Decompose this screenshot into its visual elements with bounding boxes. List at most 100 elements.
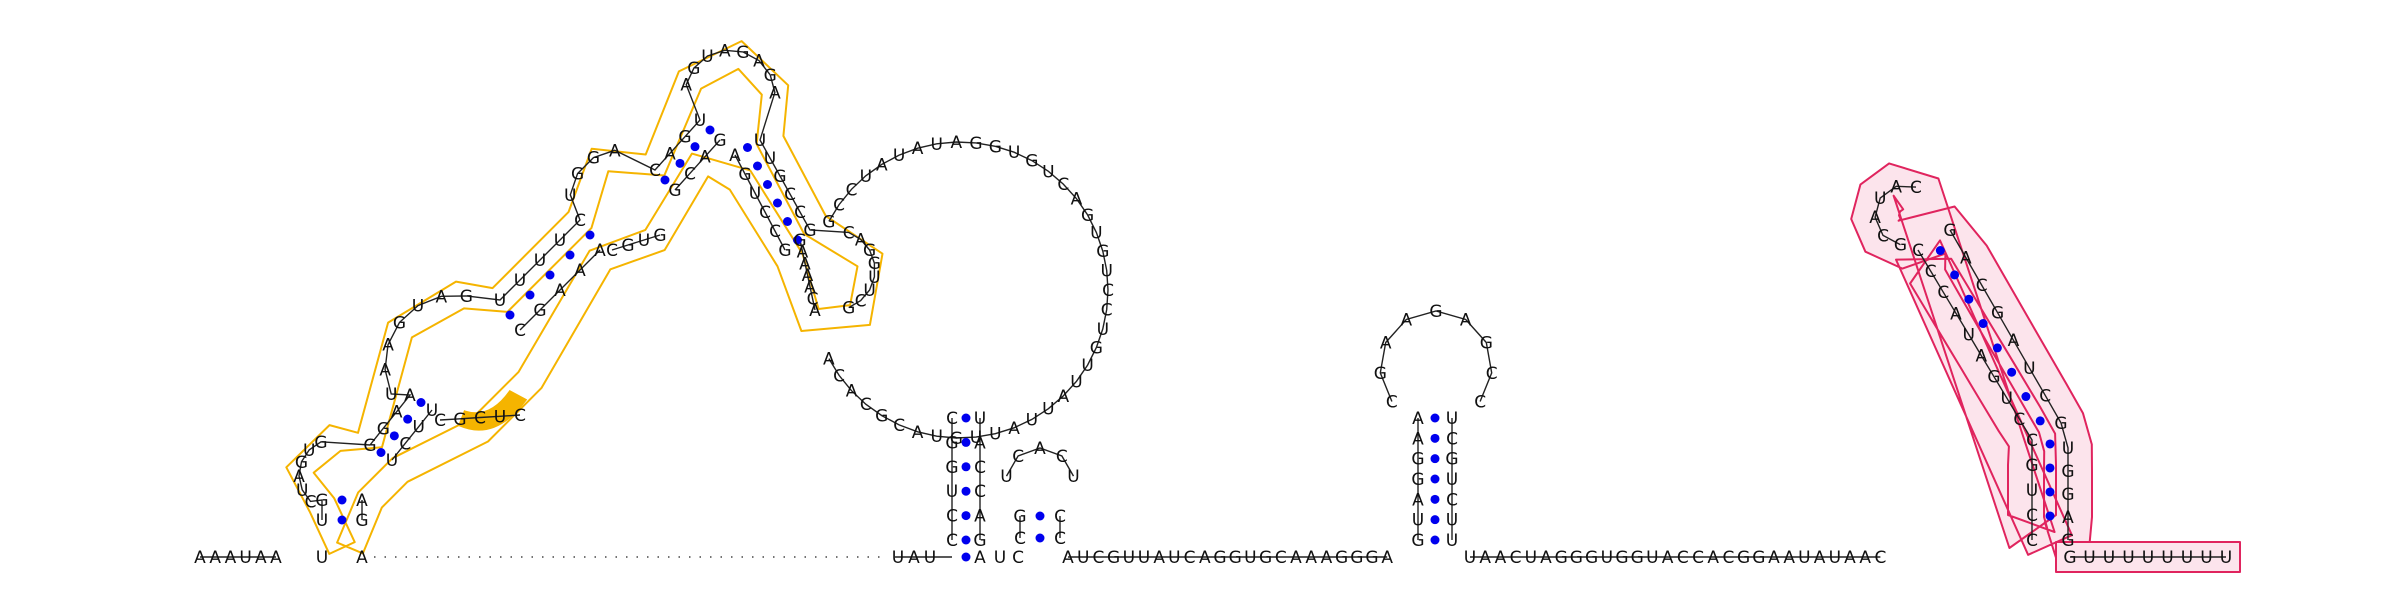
right-strand-base: U <box>1464 548 1476 568</box>
domain1-stem-3-b-base: C <box>514 321 526 341</box>
big-loop-base: U <box>1026 410 1038 430</box>
right-strand-base: A <box>1540 548 1552 568</box>
domain1-inner-3-base: G <box>653 226 666 246</box>
left-run-base: U <box>239 548 251 568</box>
helix-right-a-base: U <box>2026 481 2038 501</box>
helix-right-pair-dot <box>1978 319 1988 329</box>
big-loop-base: U <box>1097 320 1109 340</box>
tail-base: G <box>2063 548 2076 568</box>
domain1-loop-bottom-base: A <box>293 467 305 487</box>
helix-left-a-base: G <box>945 433 958 453</box>
helix-mid-a-base: G <box>1411 450 1424 470</box>
mid-strand-base: A <box>1153 548 1165 568</box>
right-strand-base: A <box>1662 548 1674 568</box>
helix-right-pair-dot <box>2007 367 2017 377</box>
small-hairpin-stem-b-base: C <box>1054 507 1066 527</box>
backbone-lines <box>200 49 2226 558</box>
helix-right-a-base: U <box>1962 325 1974 345</box>
domain1-foot-base: A <box>356 548 368 568</box>
helix-right-pair-dot <box>2045 487 2055 497</box>
domain1-pair-dot <box>545 270 555 280</box>
domain1-loop-3-base: G <box>571 165 584 185</box>
right-strand-base: G <box>1752 548 1765 568</box>
domain1-stem-5-b-base: C <box>769 222 781 242</box>
domain1-inner-5-base: A <box>799 254 811 274</box>
left-run-base: A <box>270 548 282 568</box>
helix-left-a-base: C <box>946 409 958 429</box>
mid-strand-base: U <box>1138 548 1150 568</box>
baseline-base: C <box>1012 548 1024 568</box>
highlight-strong-patch <box>458 390 528 431</box>
big-loop-base: C <box>1057 175 1069 195</box>
right-strand-base: A <box>1479 548 1491 568</box>
helix-right-a-base: C <box>2026 431 2038 451</box>
helix-right-loop-base: A <box>1869 208 1881 228</box>
domain1-stem-4-b-base: C <box>684 164 696 184</box>
mid-strand-base: C <box>1275 548 1287 568</box>
big-loop-base: C <box>833 196 845 216</box>
domain1-stem-5-a-base: C <box>794 203 806 223</box>
right-strand-base: U <box>1646 548 1658 568</box>
mid-strand-base: G <box>1350 548 1363 568</box>
big-loop-base: A <box>1071 190 1083 210</box>
right-strand-base: A <box>1768 548 1780 568</box>
domain1-stem-3-b-base: A <box>594 241 606 261</box>
domain1-pair-dot <box>763 180 772 189</box>
domain1-loop-3-base: U <box>564 186 576 206</box>
helix-right-a-base: C <box>2026 506 2038 526</box>
helix-mid-pair-dot <box>1430 474 1440 484</box>
domain1-inner-5-base: G <box>793 231 806 251</box>
domain1-stem-2-b-base: U <box>412 418 424 438</box>
mid-strand-base: A <box>1290 548 1302 568</box>
helix-left-b-base: U <box>974 409 986 429</box>
domain1-pair-dot <box>337 515 347 525</box>
helix-mid-loop-base: C <box>1486 364 1498 384</box>
big-loop-base: C <box>1102 281 1114 301</box>
domain1-stem-2-a-base: G <box>363 436 376 456</box>
right-strand-base: U <box>1601 548 1613 568</box>
domain1-foot-base: U <box>316 548 328 568</box>
domain1-inner-left-backbone <box>439 414 521 421</box>
domain1-inner-5-backbone <box>799 239 816 311</box>
highlight-domain-1 <box>285 40 884 555</box>
base-pair-dots <box>337 125 2055 562</box>
big-loop-base: G <box>1090 338 1103 358</box>
helix-right-pair-dot <box>2045 511 2055 521</box>
domain1-stem-3-b-base: A <box>574 261 586 281</box>
helix-right-loop-backbone <box>1874 185 1917 246</box>
right-strand-base: C <box>1874 548 1886 568</box>
helix-mid-loop-base: G <box>1429 302 1442 322</box>
mid-strand-base: A <box>1305 548 1317 568</box>
helix-left-b-base: C <box>974 458 986 478</box>
big-loop-backbone <box>828 141 1109 439</box>
domain1-pair-dot <box>773 198 782 208</box>
domain1-inner-5-base: A <box>797 243 809 263</box>
helix-mid-b-base: C <box>1446 490 1458 510</box>
helix-right-pair-dot <box>2045 439 2055 449</box>
left-run-base: A <box>255 548 267 568</box>
domain1-stem-4-b-base: G <box>668 181 681 201</box>
domain1-pair-dot <box>416 398 426 407</box>
big-loop-base: C <box>893 416 905 436</box>
helix-mid-loop-base: G <box>1374 364 1387 384</box>
domain1-stem-bottom-a-base: U <box>316 511 328 531</box>
helix-mid-pair-dot <box>1430 535 1440 545</box>
helix-right-b-base: G <box>2061 531 2074 551</box>
helix-right-pair-dot <box>1964 294 1974 304</box>
mid-strand-base: G <box>1365 548 1378 568</box>
right-strand-base: A <box>1783 548 1795 568</box>
domain1-loop-5-base: G <box>863 241 876 261</box>
domain1-stem-2-b-base: U <box>386 451 398 471</box>
domain1-inner-5-base: C <box>807 289 819 309</box>
baseline-base: U <box>994 548 1006 568</box>
helix-left-b-base: G <box>973 531 986 551</box>
domain1-pair-dot <box>743 143 752 152</box>
big-loop-base: U <box>1070 372 1082 392</box>
helix-right-b-base: A <box>2062 508 2074 528</box>
highlight-right-hairpin <box>1850 162 2093 569</box>
domain1-loop-top-base: A <box>719 41 731 61</box>
helix-right-a-base: G <box>1987 368 2000 388</box>
domain1-loop-2-base: A <box>436 287 448 307</box>
